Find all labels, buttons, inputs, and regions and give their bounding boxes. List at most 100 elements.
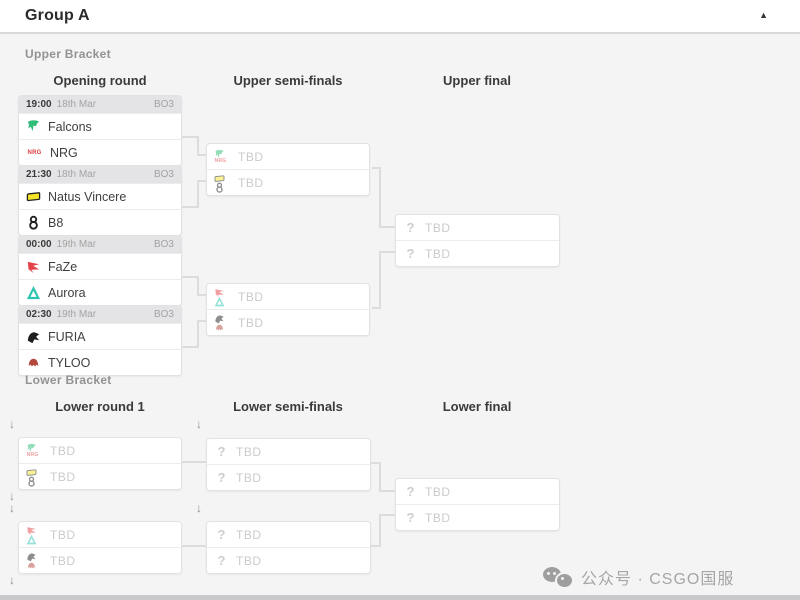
tbd-team-row[interactable]: ? TBD bbox=[207, 464, 370, 490]
team-name: FURIA bbox=[48, 329, 86, 344]
bracket-line bbox=[379, 251, 395, 253]
bracket-line bbox=[197, 276, 199, 296]
bracket-line bbox=[197, 294, 206, 296]
bracket-line bbox=[197, 154, 206, 156]
lower-bracket-label: Lower Bracket bbox=[25, 373, 112, 387]
match-format: BO3 bbox=[153, 169, 174, 180]
tbd-label: TBD bbox=[425, 484, 451, 499]
unknown-team-icon: ? bbox=[406, 510, 415, 525]
tbd-label: TBD bbox=[50, 527, 76, 542]
lower-final[interactable]: ? TBD ? TBD bbox=[395, 478, 560, 531]
team-row[interactable]: Natus Vincere bbox=[19, 183, 181, 209]
match-date: 19th Mar bbox=[56, 239, 97, 250]
possible-teams-icons: NRG bbox=[26, 443, 43, 458]
lower-semifinal-2[interactable]: ? TBD ? TBD bbox=[206, 521, 371, 574]
natus-vincere-logo-icon bbox=[26, 189, 41, 204]
upper-semifinal-1[interactable]: NRG TBD TBD bbox=[206, 143, 370, 196]
lower-round1-match-2[interactable]: TBD TBD bbox=[18, 521, 182, 574]
team-row[interactable]: FURIA bbox=[19, 323, 181, 349]
bracket-line bbox=[371, 462, 381, 464]
unknown-team-icon: ? bbox=[217, 553, 226, 568]
bracket-line bbox=[379, 462, 381, 492]
match-header: 21:30 18th Mar BO3 bbox=[19, 166, 181, 183]
tbd-label: TBD bbox=[238, 175, 264, 190]
upper-final[interactable]: ? TBD ? TBD bbox=[395, 214, 560, 267]
natus-vincere-logo-icon bbox=[214, 173, 225, 184]
faze-logo-icon bbox=[214, 287, 225, 298]
tbd-team-row[interactable]: ? TBD bbox=[396, 240, 559, 266]
team-name: FaZe bbox=[48, 259, 78, 274]
unknown-team-icon: ? bbox=[217, 444, 226, 459]
collapse-chevron-icon[interactable]: ▲ bbox=[759, 10, 768, 20]
lower-semifinal-1[interactable]: ? TBD ? TBD bbox=[206, 438, 371, 491]
match-format: BO3 bbox=[153, 239, 174, 250]
tbd-label: TBD bbox=[238, 149, 264, 164]
team-row[interactable]: B8 bbox=[19, 209, 181, 235]
tbd-team-row[interactable]: NRG TBD bbox=[207, 144, 369, 169]
team-row[interactable]: Falcons bbox=[19, 113, 181, 139]
unknown-team-icon: ? bbox=[406, 246, 415, 261]
column-header-upper-semi-finals: Upper semi-finals bbox=[233, 73, 343, 88]
aurora-logo-icon bbox=[26, 285, 41, 300]
tbd-team-row[interactable]: ? TBD bbox=[207, 547, 370, 573]
tbd-team-row[interactable]: ? TBD bbox=[207, 522, 370, 547]
match-falcons-nrg[interactable]: 19:00 18th Mar BO3 Falcons NRG NRG bbox=[18, 95, 182, 166]
column-header-opening-round: Opening round bbox=[53, 73, 147, 88]
bracket-line bbox=[182, 206, 199, 208]
column-header-lower-round-1: Lower round 1 bbox=[55, 399, 145, 414]
bracket-line bbox=[197, 180, 199, 208]
page-title: Group A bbox=[25, 7, 90, 24]
b8-logo-icon bbox=[214, 182, 225, 193]
tbd-team-row[interactable]: TBD bbox=[207, 169, 369, 195]
match-format: BO3 bbox=[153, 309, 174, 320]
aurora-logo-icon bbox=[26, 534, 37, 545]
match-header: 02:30 19th Mar BO3 bbox=[19, 306, 181, 323]
faze-logo-icon bbox=[26, 525, 37, 536]
tbd-team-row[interactable]: NRG TBD bbox=[19, 438, 181, 463]
bracket-line bbox=[379, 167, 381, 228]
tbd-team-row[interactable]: ? TBD bbox=[396, 479, 559, 504]
match-furia-tyloo[interactable]: 02:30 19th Mar BO3 FURIA TYLOO bbox=[18, 305, 182, 376]
team-name: TYLOO bbox=[48, 355, 91, 370]
b8-logo-icon bbox=[26, 476, 37, 487]
tbd-label: TBD bbox=[236, 470, 262, 485]
team-row[interactable]: FaZe bbox=[19, 253, 181, 279]
tbd-team-row[interactable]: TBD bbox=[207, 284, 369, 309]
tbd-team-row[interactable]: TBD bbox=[19, 547, 181, 573]
possible-teams-icons bbox=[26, 468, 43, 487]
tyloo-logo-icon bbox=[214, 322, 225, 333]
tbd-team-row[interactable]: ? TBD bbox=[207, 439, 370, 464]
unknown-team-icon: ? bbox=[406, 220, 415, 235]
tbd-label: TBD bbox=[236, 527, 262, 542]
tbd-label: TBD bbox=[50, 553, 76, 568]
bracket-line bbox=[197, 136, 199, 156]
upper-semifinal-2[interactable]: TBD TBD bbox=[206, 283, 370, 336]
tbd-team-row[interactable]: TBD bbox=[19, 463, 181, 489]
match-date: 19th Mar bbox=[56, 309, 97, 320]
team-row[interactable]: NRG NRG bbox=[19, 139, 181, 165]
tbd-team-row[interactable]: ? TBD bbox=[396, 504, 559, 530]
tbd-team-row[interactable]: TBD bbox=[19, 522, 181, 547]
tbd-label: TBD bbox=[425, 220, 451, 235]
group-header[interactable]: Group A ▲ bbox=[0, 0, 800, 34]
bracket-line bbox=[182, 461, 206, 463]
tbd-label: TBD bbox=[50, 469, 76, 484]
faze-logo-icon bbox=[26, 259, 41, 274]
column-header-upper-final: Upper final bbox=[443, 73, 511, 88]
falcons-logo-icon bbox=[26, 443, 37, 454]
nrg-logo-icon: NRG bbox=[27, 149, 42, 156]
bracket-line bbox=[197, 320, 206, 322]
tbd-team-row[interactable]: TBD bbox=[207, 309, 369, 335]
match-navi-b8[interactable]: 21:30 18th Mar BO3 Natus Vincere B8 bbox=[18, 165, 182, 236]
lower-round1-match-1[interactable]: NRG TBD TBD bbox=[18, 437, 182, 490]
tbd-team-row[interactable]: ? TBD bbox=[396, 215, 559, 240]
team-row[interactable]: Aurora bbox=[19, 279, 181, 305]
possible-teams-icons bbox=[26, 552, 43, 570]
match-faze-aurora[interactable]: 00:00 19th Mar BO3 FaZe Aurora bbox=[18, 235, 182, 306]
drop-down-arrow-icon: ↓ bbox=[196, 501, 202, 515]
unknown-team-icon: ? bbox=[217, 470, 226, 485]
team-row[interactable]: TYLOO bbox=[19, 349, 181, 375]
bracket-line bbox=[372, 307, 381, 309]
match-format: BO3 bbox=[153, 99, 174, 110]
tbd-label: TBD bbox=[236, 444, 262, 459]
